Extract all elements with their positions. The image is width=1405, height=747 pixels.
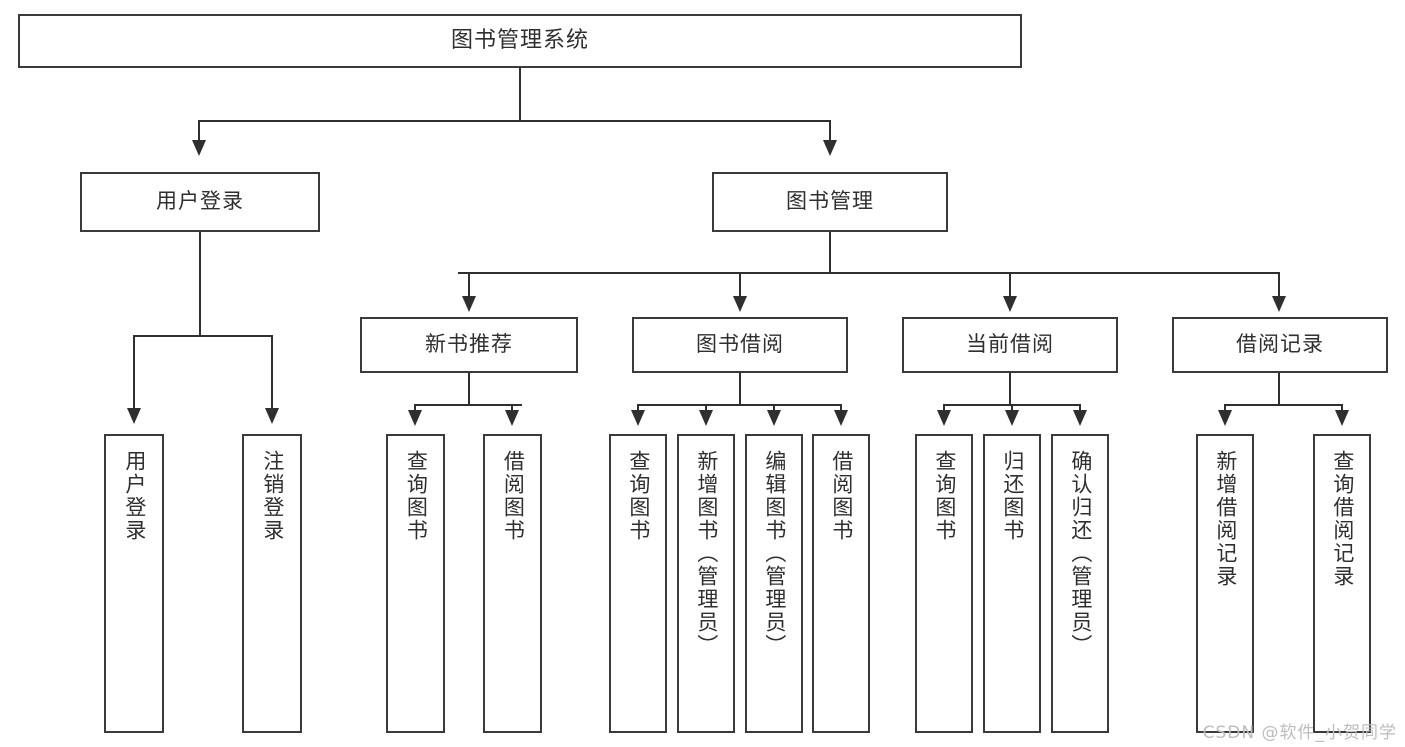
- leaf-current-borrow-2[interactable]: 归还图书: [983, 434, 1041, 733]
- leaf-book-borrow-2[interactable]: 新增图书（管理员）: [677, 434, 735, 733]
- arrowhead-user-login-leaf-1: [127, 408, 141, 424]
- connector-root-stem: [519, 68, 521, 120]
- node-root[interactable]: 图书管理系统: [18, 14, 1022, 68]
- leaf-new-book-rec-1[interactable]: 查询图书: [386, 434, 445, 733]
- connector-current-borrow-drop-2: [1011, 404, 1013, 412]
- node-book-manage-label: 图书管理: [786, 189, 874, 214]
- connector-new-book-drop-2: [511, 404, 513, 412]
- connector-book-manage-bus: [458, 272, 1280, 274]
- leaf-label: 新增借阅记录: [1213, 450, 1238, 588]
- connector-book-manage-drop-4: [1278, 272, 1280, 298]
- leaf-user-login-1[interactable]: 用户登录: [104, 434, 164, 733]
- arrowhead-current-borrow-leaf-2: [1005, 410, 1019, 426]
- connector-user-login-drop-1: [133, 335, 135, 410]
- node-new-book-rec-label: 新书推荐: [425, 332, 513, 357]
- connector-new-book-drop-1: [414, 404, 416, 412]
- connector-new-book-bus: [414, 404, 522, 406]
- leaf-book-borrow-4[interactable]: 借阅图书: [812, 434, 870, 733]
- node-current-borrow-label: 当前借阅: [966, 332, 1054, 357]
- leaf-label: 归还图书: [1000, 450, 1025, 542]
- connector-book-borrow-stem: [739, 373, 741, 405]
- connector-current-borrow-drop-1: [943, 404, 945, 412]
- leaf-borrow-record-2[interactable]: 查询借阅记录: [1313, 434, 1371, 733]
- connector-borrow-record-drop-1: [1224, 404, 1226, 412]
- connector-book-borrow-drop-4: [840, 404, 842, 412]
- leaf-current-borrow-1[interactable]: 查询图书: [915, 434, 973, 733]
- leaf-current-borrow-3[interactable]: 确认归还（管理员）: [1051, 434, 1109, 733]
- arrowhead-book-borrow-leaf-1: [631, 410, 645, 426]
- leaf-label: 用户登录: [122, 450, 147, 542]
- leaf-label: 编辑图书（管理员）: [762, 450, 787, 657]
- connector-root-drop-book: [829, 120, 831, 142]
- node-new-book-rec[interactable]: 新书推荐: [360, 317, 578, 373]
- connector-current-borrow-stem: [1009, 373, 1011, 405]
- leaf-label: 确认归还（管理员）: [1068, 450, 1093, 657]
- leaf-user-login-2[interactable]: 注销登录: [242, 434, 302, 733]
- node-book-manage[interactable]: 图书管理: [712, 172, 948, 232]
- leaf-label: 查询借阅记录: [1330, 450, 1355, 588]
- arrowhead-book-manage-to-current-borrow: [1003, 296, 1017, 312]
- leaf-book-borrow-1[interactable]: 查询图书: [609, 434, 667, 733]
- arrowhead-book-borrow-leaf-4: [834, 410, 848, 426]
- connector-borrow-record-bus: [1224, 404, 1343, 406]
- leaf-label: 注销登录: [260, 450, 285, 542]
- connector-user-login-drop-2: [271, 335, 273, 410]
- leaf-label: 查询图书: [404, 450, 429, 542]
- connector-root-bus: [198, 120, 831, 122]
- node-book-borrow-label: 图书借阅: [696, 332, 784, 357]
- arrowhead-new-book-leaf-2: [505, 410, 519, 426]
- node-current-borrow[interactable]: 当前借阅: [902, 317, 1118, 373]
- arrowhead-book-borrow-leaf-3: [767, 410, 781, 426]
- connector-user-login-stem: [199, 232, 201, 336]
- node-book-borrow[interactable]: 图书借阅: [632, 317, 848, 373]
- connector-borrow-record-stem: [1278, 373, 1280, 405]
- arrowhead-book-manage-to-new-book: [462, 296, 476, 312]
- connector-book-manage-drop-2: [739, 272, 741, 298]
- node-user-login[interactable]: 用户登录: [80, 172, 320, 232]
- leaf-label: 借阅图书: [501, 450, 526, 542]
- connector-book-borrow-bus: [637, 404, 842, 406]
- node-root-label: 图书管理系统: [450, 27, 589, 53]
- leaf-label: 借阅图书: [829, 450, 854, 542]
- arrowhead-borrow-record-leaf-1: [1218, 410, 1232, 426]
- leaf-book-borrow-3[interactable]: 编辑图书（管理员）: [745, 434, 803, 733]
- arrowhead-user-login-leaf-2: [265, 408, 279, 424]
- connector-book-manage-drop-1: [468, 272, 470, 298]
- leaf-new-book-rec-2[interactable]: 借阅图书: [483, 434, 542, 733]
- arrowhead-book-borrow-leaf-2: [699, 410, 713, 426]
- connector-current-borrow-drop-3: [1079, 404, 1081, 412]
- leaf-borrow-record-1[interactable]: 新增借阅记录: [1196, 434, 1254, 733]
- arrowhead-borrow-record-leaf-2: [1335, 410, 1349, 426]
- node-borrow-record-label: 借阅记录: [1236, 332, 1324, 357]
- connector-book-borrow-drop-3: [773, 404, 775, 412]
- arrowhead-root-to-book-manage: [823, 140, 837, 156]
- arrowhead-book-manage-to-borrow-record: [1272, 296, 1286, 312]
- connector-user-login-bus: [133, 335, 273, 337]
- connector-book-borrow-drop-2: [705, 404, 707, 412]
- leaf-label: 新增图书（管理员）: [694, 450, 719, 657]
- arrowhead-root-to-user-login: [192, 140, 206, 156]
- connector-root-drop-user: [198, 120, 200, 142]
- arrowhead-new-book-leaf-1: [408, 410, 422, 426]
- connector-book-manage-drop-3: [1009, 272, 1011, 298]
- connector-book-borrow-drop-1: [637, 404, 639, 412]
- connector-book-manage-stem: [829, 232, 831, 273]
- arrowhead-current-borrow-leaf-1: [937, 410, 951, 426]
- connector-new-book-stem: [468, 373, 470, 405]
- arrowhead-book-manage-to-book-borrow: [733, 296, 747, 312]
- connector-borrow-record-drop-2: [1341, 404, 1343, 412]
- arrowhead-current-borrow-leaf-3: [1073, 410, 1087, 426]
- leaf-label: 查询图书: [932, 450, 957, 542]
- node-user-login-label: 用户登录: [156, 189, 244, 214]
- node-borrow-record[interactable]: 借阅记录: [1172, 317, 1388, 373]
- leaf-label: 查询图书: [626, 450, 651, 542]
